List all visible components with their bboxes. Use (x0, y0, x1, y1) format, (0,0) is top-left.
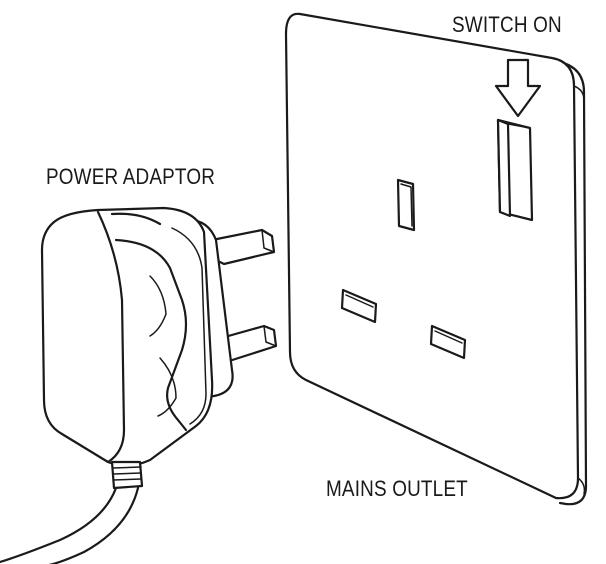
adaptor-cable (0, 460, 144, 564)
adaptor-pin-top (210, 228, 276, 266)
rocker-switch (496, 118, 534, 222)
switch-on-label: SWITCH ON (452, 12, 562, 37)
earth-slot (396, 178, 416, 232)
power-adaptor (0, 206, 278, 564)
neutral-slot (429, 324, 467, 360)
power-adaptor-label: POWER ADAPTOR (46, 164, 216, 189)
mains-outlet (284, 12, 588, 506)
live-slot (340, 288, 378, 324)
mains-outlet-label: MAINS OUTLET (326, 476, 468, 501)
switch-on-arrow-icon (494, 58, 542, 118)
adaptor-body (40, 206, 214, 467)
